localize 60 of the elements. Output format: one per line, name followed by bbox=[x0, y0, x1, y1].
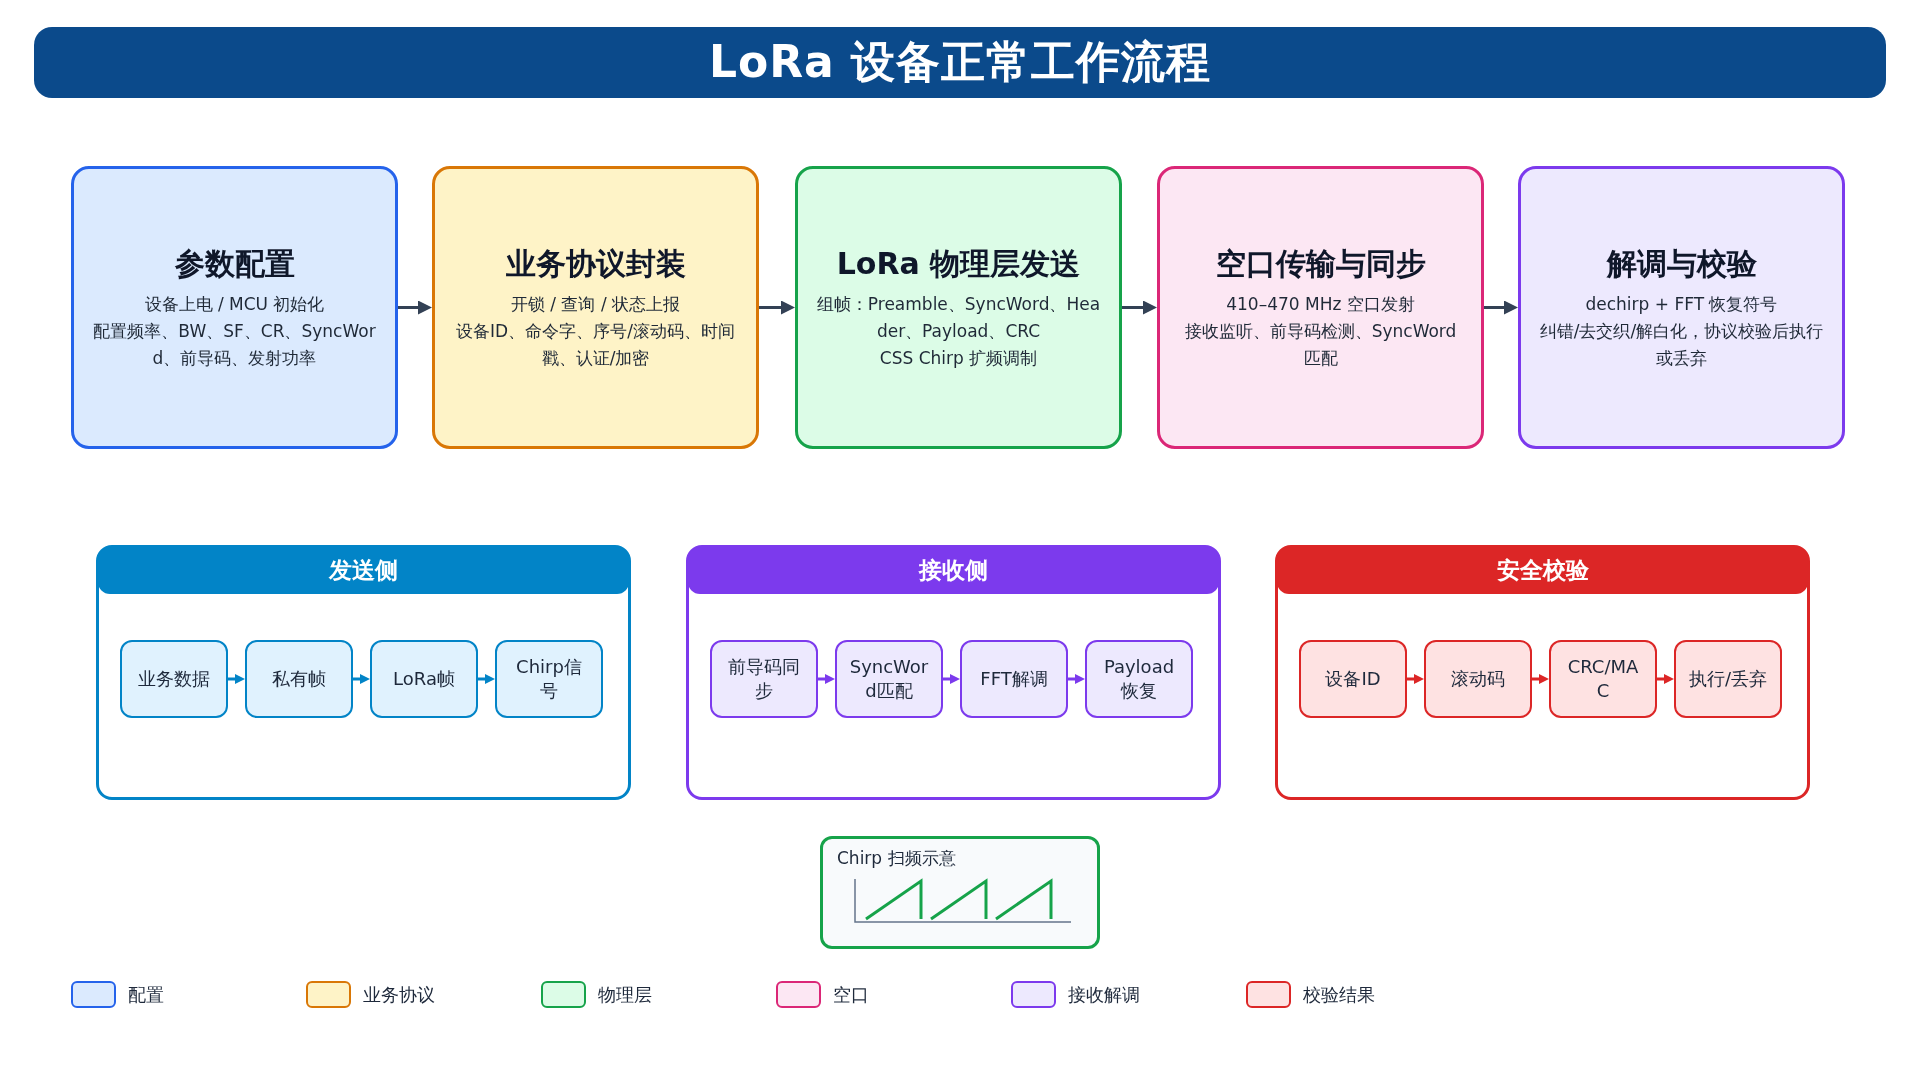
legend-label: 校验结果 bbox=[1303, 982, 1375, 1007]
step-box: FFT解调 bbox=[960, 640, 1068, 718]
group-header: 发送侧 bbox=[98, 547, 629, 594]
step-box: SyncWord匹配 bbox=[835, 640, 943, 718]
process-box bbox=[1518, 166, 1845, 449]
process-box bbox=[432, 166, 759, 449]
legend-label: 空口 bbox=[833, 982, 869, 1007]
box-title: LoRa 物理层发送 bbox=[836, 244, 1081, 283]
flow-arrow bbox=[478, 674, 495, 684]
box-text: CSS Chirp 扩频调制 bbox=[879, 346, 1038, 370]
legend-label: 业务协议 bbox=[363, 982, 435, 1007]
group-panel bbox=[96, 545, 631, 800]
flow-arrow bbox=[1532, 674, 1549, 684]
legend-label: 配置 bbox=[128, 982, 164, 1007]
step-box: Chirp信号 bbox=[495, 640, 603, 718]
flow-arrow bbox=[228, 674, 245, 684]
box-text: 配置频率、BW、SF、CR、SyncWord、前导码、发射功率 bbox=[92, 319, 377, 370]
flow-arrow bbox=[1484, 300, 1518, 315]
box-text: 设备上电 / MCU 初始化 bbox=[144, 292, 325, 316]
box-text: 设备ID、命令字、序号/滚动码、时间戳、认证/加密 bbox=[455, 319, 736, 370]
process-box bbox=[795, 166, 1122, 449]
flow-arrow bbox=[1657, 674, 1674, 684]
flow-arrow bbox=[1407, 674, 1424, 684]
step-box: 执行/丢弃 bbox=[1674, 640, 1782, 718]
box-text: 组帧：Preamble、SyncWord、Header、Payload、CRC bbox=[815, 292, 1102, 343]
legend-label: 接收解调 bbox=[1068, 982, 1140, 1007]
chirp-caption: Chirp 扫频示意 bbox=[837, 847, 956, 869]
chirp-panel bbox=[820, 836, 1100, 949]
flow-arrow bbox=[353, 674, 370, 684]
flow-arrow bbox=[1122, 300, 1157, 315]
box-text: 410–470 MHz 空口发射 bbox=[1226, 292, 1415, 316]
step-box: 滚动码 bbox=[1424, 640, 1532, 718]
group-panel bbox=[686, 545, 1221, 800]
step-box: CRC/MAC bbox=[1549, 640, 1657, 718]
box-title: 业务协议封装 bbox=[505, 244, 686, 283]
box-title: 解调与校验 bbox=[1606, 244, 1757, 283]
box-text: dechirp + FFT 恢复符号 bbox=[1585, 292, 1778, 316]
box-title: 参数配置 bbox=[174, 244, 295, 283]
step-box: 设备ID bbox=[1299, 640, 1407, 718]
flow-arrow bbox=[943, 674, 960, 684]
legend-label: 物理层 bbox=[598, 982, 652, 1007]
box-title: 空口传输与同步 bbox=[1215, 244, 1426, 283]
flow-arrow bbox=[1068, 674, 1085, 684]
flow-arrow bbox=[818, 674, 835, 684]
flow-arrow bbox=[759, 300, 795, 315]
box-text: 纠错/去交织/解白化，协议校验后执行或丢弃 bbox=[1538, 319, 1825, 370]
process-box bbox=[71, 166, 398, 449]
step-box: LoRa帧 bbox=[370, 640, 478, 718]
step-box: Payload恢复 bbox=[1085, 640, 1193, 718]
step-box: 私有帧 bbox=[245, 640, 353, 718]
process-box bbox=[1157, 166, 1484, 449]
group-header: 安全校验 bbox=[1277, 547, 1808, 594]
group-header: 接收侧 bbox=[688, 547, 1219, 594]
box-text: 开锁 / 查询 / 状态上报 bbox=[510, 292, 681, 316]
flow-arrow bbox=[398, 300, 432, 315]
title-bar: LoRa 设备正常工作流程 bbox=[34, 27, 1886, 98]
step-box: 前导码同步 bbox=[710, 640, 818, 718]
group-panel bbox=[1275, 545, 1810, 800]
step-box: 业务数据 bbox=[120, 640, 228, 718]
box-text: 接收监听、前导码检测、SyncWord 匹配 bbox=[1183, 319, 1458, 370]
